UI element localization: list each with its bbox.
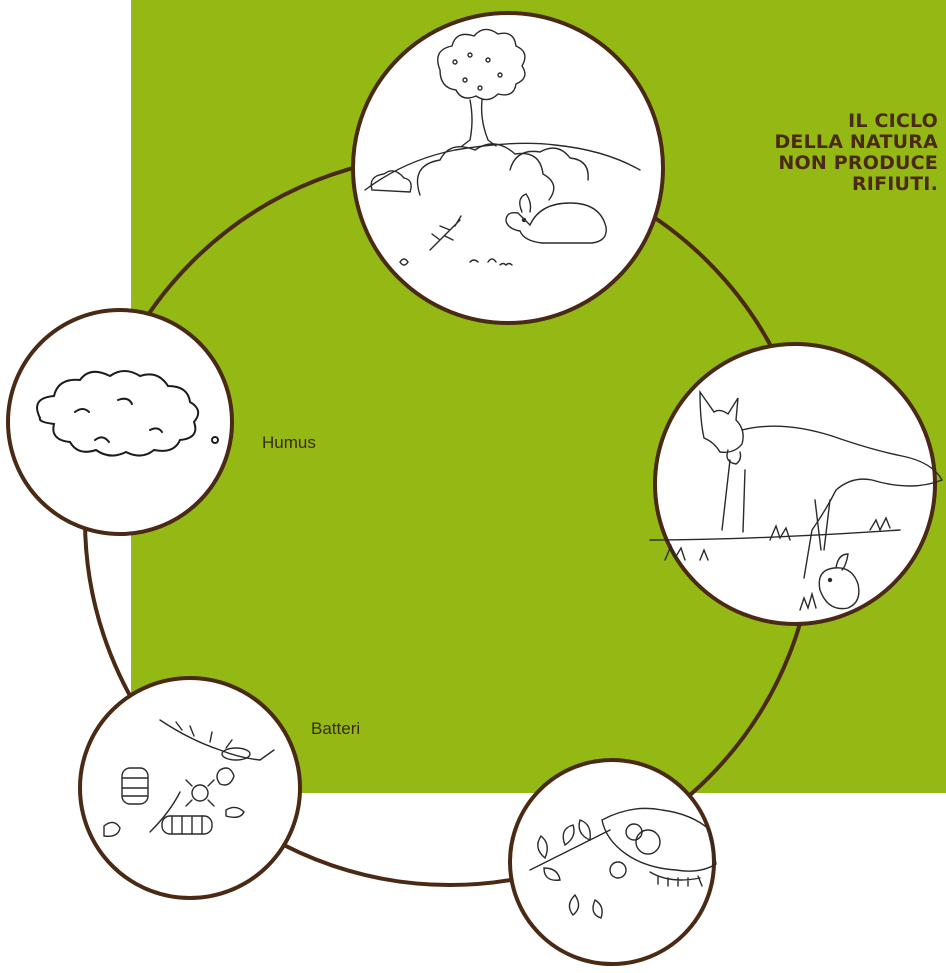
stage-decomposers-circle [80, 678, 300, 898]
stage-fox-circle [650, 344, 942, 624]
stage-humus-circle [8, 310, 232, 534]
stage-plants-circle [353, 13, 663, 323]
page-title: IL CICLO DELLA NATURA NON PRODUCE RIFIUT… [638, 111, 938, 195]
humus-label: Humus [262, 433, 316, 453]
title-line-1: IL CICLO [638, 111, 938, 132]
title-line-4: RIFIUTI. [638, 174, 938, 195]
title-line-2: DELLA NATURA [638, 132, 938, 153]
title-line-3: NON PRODUCE [638, 153, 938, 174]
stage-remains-circle [510, 760, 716, 964]
batteri-label: Batteri [311, 719, 360, 739]
